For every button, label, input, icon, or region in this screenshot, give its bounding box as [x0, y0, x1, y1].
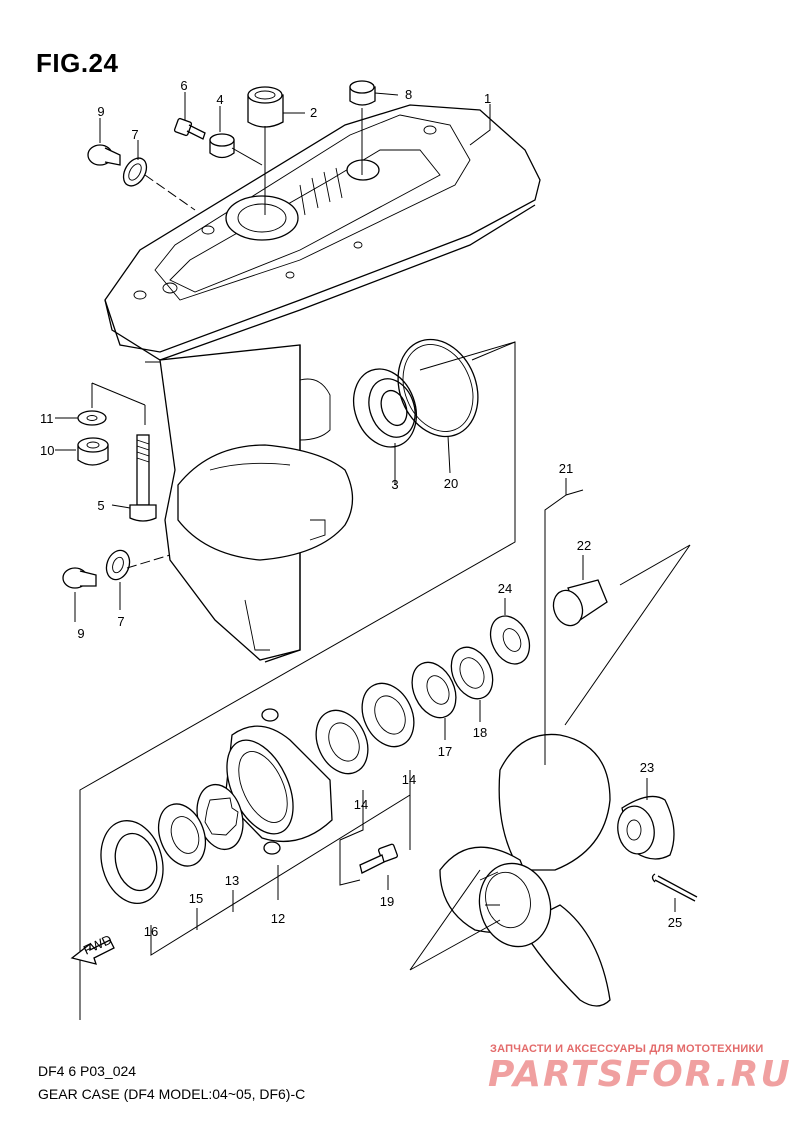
part-11-washer[interactable]: [77, 410, 107, 426]
part-17-seal[interactable]: [404, 655, 465, 724]
callout-23: 23: [640, 760, 654, 775]
figure-description: GEAR CASE (DF4 MODEL:04~05, DF6)-C: [38, 1086, 306, 1102]
callout-19: 19: [380, 894, 394, 909]
watermark-subtitle: ЗАПЧАСТИ И АКСЕССУАРЫ ДЛЯ МОТОТЕХНИКИ: [490, 1043, 764, 1055]
callout-16: 16: [144, 924, 158, 939]
callout-25: 25: [668, 915, 682, 930]
callout-7-upper: 7: [131, 127, 138, 142]
figure-title: FIG.24: [36, 48, 119, 78]
part-24-spacer[interactable]: [483, 610, 537, 671]
part-9-plug-lower[interactable]: [62, 567, 97, 589]
part-12-shaft-housing[interactable]: [213, 708, 333, 855]
part-20-o-ring[interactable]: [384, 327, 492, 448]
callout-5: 5: [97, 498, 104, 513]
part-14-seal-inner[interactable]: [306, 702, 377, 782]
part-14-seal-outer[interactable]: [352, 675, 423, 755]
gear-case-housing[interactable]: [104, 104, 541, 663]
part-19-bolt[interactable]: [359, 843, 398, 874]
figure-code: DF4 6 P03_024: [38, 1063, 137, 1079]
part-7-gasket-upper[interactable]: [119, 154, 151, 190]
callout-7-lower: 7: [117, 614, 124, 629]
watermark-logo: PARTSFOR.RU: [488, 1054, 792, 1095]
callout-9-upper: 9: [97, 104, 104, 119]
callout-24: 24: [498, 581, 512, 596]
callout-2: 2: [310, 105, 317, 120]
part-16-bearing[interactable]: [92, 814, 172, 911]
callout-3: 3: [391, 477, 398, 492]
callout-14-upper: 14: [402, 772, 416, 787]
callout-8: 8: [405, 87, 412, 102]
callout-1: 1: [484, 91, 491, 106]
part-7-gasket-lower[interactable]: [103, 547, 134, 583]
callout-12: 12: [271, 911, 285, 926]
part-23-prop-nut[interactable]: [614, 795, 675, 860]
fwd-arrow-icon: FWD: [70, 932, 115, 965]
part-6-bolt[interactable]: [173, 117, 206, 140]
callout-10: 10: [40, 443, 54, 458]
callout-21: 21: [559, 461, 573, 476]
callout-22: 22: [577, 538, 591, 553]
part-9-plug-upper[interactable]: [87, 144, 121, 166]
callout-14-lower: 14: [354, 797, 368, 812]
callout-11: 11: [40, 411, 54, 426]
callout-17: 17: [438, 744, 452, 759]
part-25-cotter-pin[interactable]: [651, 873, 698, 902]
part-2-sleeve[interactable]: [247, 86, 284, 128]
part-4-grommet[interactable]: [209, 133, 235, 159]
callout-6: 6: [180, 78, 187, 93]
leader-lines: [55, 92, 691, 1020]
part-8-plug[interactable]: [349, 80, 376, 106]
callout-numbers: 1 2 3 4 5 6 7 7 8 9 9 10 11 12 13 14 14 …: [40, 78, 682, 939]
part-10-nut[interactable]: [77, 437, 109, 466]
part-15-bearing[interactable]: [150, 797, 213, 872]
callout-18: 18: [473, 725, 487, 740]
callout-20: 20: [444, 476, 458, 491]
part-3-bearing[interactable]: [343, 360, 427, 456]
part-22-bushing[interactable]: [549, 579, 608, 630]
callout-9-lower: 9: [77, 626, 84, 641]
callout-4: 4: [216, 92, 223, 107]
part-18-washer[interactable]: [443, 640, 500, 705]
callout-15: 15: [189, 891, 203, 906]
callout-13: 13: [225, 873, 239, 888]
part-5-stud-bolt[interactable]: [129, 434, 157, 522]
propeller[interactable]: [439, 733, 611, 1007]
